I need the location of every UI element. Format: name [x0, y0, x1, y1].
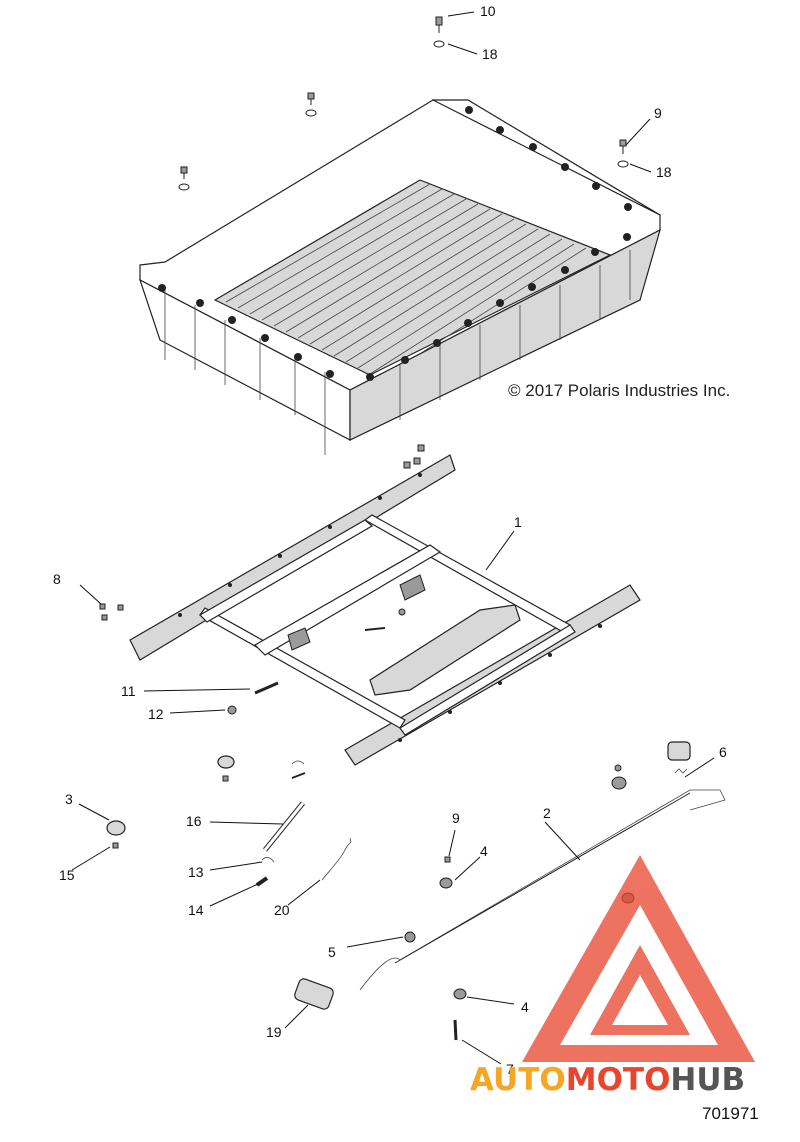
- callout-labels: 10 18 9 18 1 8 11 12 3 15 16 13 14 20 9 …: [53, 3, 727, 1077]
- callout-1: 1: [514, 514, 522, 530]
- callout-5: 5: [328, 944, 336, 960]
- callout-14: 11: [121, 683, 136, 699]
- callout-18-right: 18: [656, 164, 672, 180]
- callout-9: 9: [452, 810, 460, 826]
- callout-4-top: 4: [480, 843, 488, 859]
- callout-11: 8: [53, 571, 61, 587]
- svg-text:AUTOMOTOHUB: AUTOMOTOHUB: [470, 1062, 745, 1098]
- watermark-brand: AUTOMOTOHUB: [470, 1062, 745, 1098]
- watermark-logo: [522, 855, 755, 1062]
- copyright-notice: © 2017 Polaris Industries Inc.: [508, 381, 730, 400]
- leader-lines: [71, 11, 715, 1065]
- brand-hub: HUB: [670, 1062, 745, 1098]
- callout-3: 3: [65, 791, 73, 807]
- box-fasteners: [178, 16, 629, 191]
- callout-4-bottom: 4: [521, 999, 529, 1015]
- callout-15: 12: [148, 706, 164, 722]
- bed-frame: [129, 444, 641, 766]
- callout-12: 9: [654, 105, 662, 121]
- callout-19: 19: [266, 1024, 282, 1040]
- callout-13: 10: [480, 3, 496, 19]
- cargo-box: [138, 99, 662, 455]
- callout-17: 14: [188, 902, 204, 918]
- callout-10: 16: [186, 813, 202, 829]
- callout-7: 7: [506, 1061, 514, 1077]
- callout-20: 20: [274, 902, 290, 918]
- callout-16: 13: [188, 864, 204, 880]
- callout-6: 6: [719, 744, 727, 760]
- callout-8: 15: [59, 867, 75, 883]
- callout-2: 2: [543, 805, 551, 821]
- brand-moto: MOTO: [566, 1062, 671, 1098]
- brand-auto: AUTO: [470, 1062, 566, 1098]
- figure-number: 701971: [702, 1104, 759, 1123]
- callout-18-top: 18: [482, 46, 498, 62]
